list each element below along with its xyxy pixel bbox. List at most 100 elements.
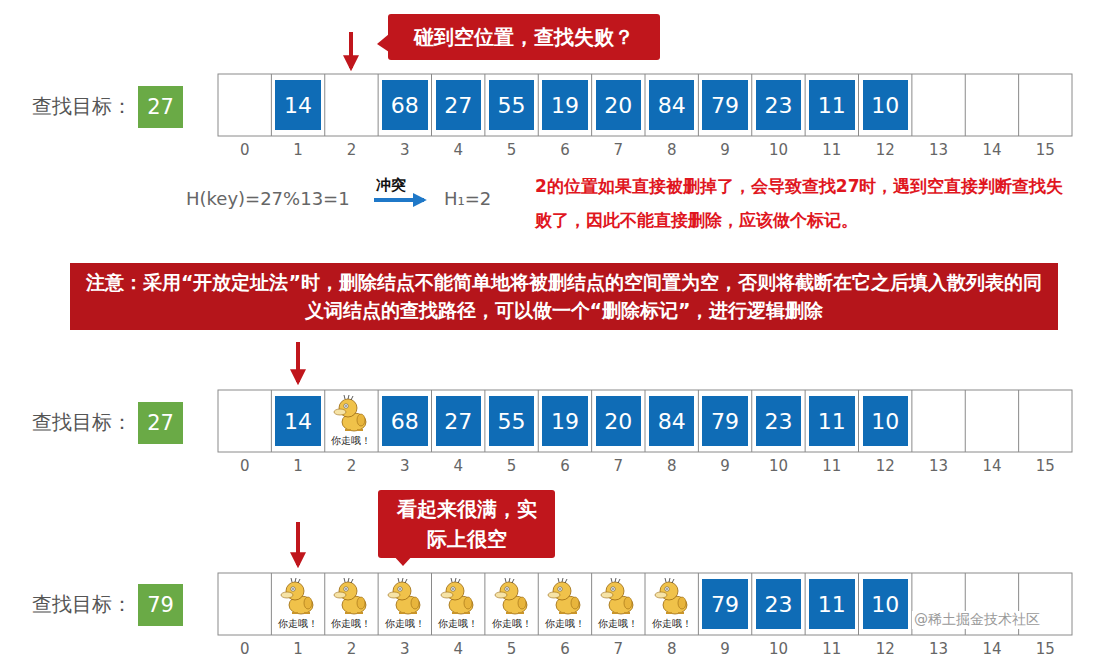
cell-value: 11 (818, 93, 846, 118)
cell-divider (698, 573, 699, 635)
cell-divider (378, 573, 379, 635)
duck-icon (598, 577, 638, 617)
cell-value: 10 (871, 409, 899, 434)
pointer-arrow (296, 342, 300, 382)
mark-text: 你走哦！ (385, 618, 425, 631)
cell-value: 27 (444, 93, 472, 118)
cell-index: 8 (645, 457, 698, 475)
hash-cell: 27 (436, 80, 481, 130)
callout-box: 看起来很满，实际上很空 (378, 490, 555, 558)
hash-cell: 55 (489, 396, 534, 446)
arrow-label: 冲突 (376, 176, 406, 195)
mark-text: 你走哦！ (652, 618, 692, 631)
cell-index: 0 (218, 457, 271, 475)
cell-index: 10 (752, 141, 805, 159)
cell-divider (591, 573, 592, 635)
duck-icon (385, 577, 425, 617)
cell-divider (805, 74, 806, 136)
cell-index: 10 (752, 457, 805, 475)
cell-index: 4 (432, 141, 485, 159)
deleted-mark-cell: 你走哦！ (326, 574, 377, 634)
callout-text: 注意：采用“开放定址法”时，删除结点不能简单地将被删结点的空间置为空，否则将截断… (82, 269, 1046, 324)
pointer-arrow (296, 522, 300, 565)
cell-value: 20 (604, 409, 632, 434)
cell-value: 19 (551, 93, 579, 118)
cell-index: 3 (378, 640, 431, 658)
callout-text: 碰到空位置，查找失败？ (414, 22, 634, 52)
cell-index: 1 (271, 141, 324, 159)
cell-index: 6 (538, 141, 591, 159)
cell-divider (271, 573, 272, 635)
hash-cell: 84 (649, 396, 694, 446)
cell-value: 20 (604, 93, 632, 118)
cell-divider (538, 390, 539, 452)
cell-index: 2 (325, 141, 378, 159)
cell-value: 84 (658, 93, 686, 118)
field-label: 查找目标： (32, 409, 132, 436)
cell-index: 8 (645, 141, 698, 159)
hash-cell: 10 (863, 80, 908, 130)
duck-icon (278, 577, 318, 617)
hash-cell: 79 (702, 396, 747, 446)
cell-index: 7 (592, 141, 645, 159)
cell-index: 15 (1019, 457, 1072, 475)
cell-index: 11 (805, 640, 858, 658)
cell-value: 23 (764, 592, 792, 617)
explanation-note: 2的位置如果直接被删掉了，会导致查找27时，遇到空直接判断查找失败了，因此不能直… (535, 169, 1065, 237)
cell-index: 11 (805, 457, 858, 475)
cell-divider (751, 573, 752, 635)
hash-table-frame (218, 74, 1072, 635)
cell-index: 5 (485, 141, 538, 159)
hash-cell: 84 (649, 80, 694, 130)
cell-divider (431, 74, 432, 136)
cell-value: 10 (871, 592, 899, 617)
callout-text: 看起来很满，实际上很空 (388, 494, 545, 554)
mark-text: 你走哦！ (598, 618, 638, 631)
deleted-mark-cell: 你走哦！ (646, 574, 697, 634)
hash-cell: 19 (542, 396, 587, 446)
mark-text: 你走哦！ (331, 618, 371, 631)
cell-value: 14 (284, 93, 312, 118)
cell-value: 27 (444, 409, 472, 434)
cell-divider (271, 74, 272, 136)
cell-value: 79 (711, 409, 739, 434)
cell-divider (591, 74, 592, 136)
cell-value: 55 (498, 409, 526, 434)
deleted-mark-cell: 你走哦！ (593, 574, 644, 634)
hash-cell: 11 (809, 396, 854, 446)
cell-index: 12 (859, 141, 912, 159)
cell-value: 19 (551, 409, 579, 434)
cell-divider (965, 390, 966, 452)
hash-cell: 27 (436, 396, 481, 446)
cell-value: 68 (391, 93, 419, 118)
mark-text: 你走哦！ (278, 618, 318, 631)
deleted-mark-cell: 你走哦！ (539, 574, 590, 634)
cell-index: 2 (325, 457, 378, 475)
cell-index: 12 (859, 457, 912, 475)
cell-divider (324, 74, 325, 136)
cell-index: 13 (912, 640, 965, 658)
cell-divider (484, 573, 485, 635)
cell-index: 12 (859, 640, 912, 658)
cell-divider (965, 74, 966, 136)
cell-divider (324, 390, 325, 452)
cell-index: 4 (432, 457, 485, 475)
hash-formula: H₁=2 (444, 188, 491, 209)
cell-index: 1 (271, 640, 324, 658)
table-row (218, 390, 1072, 452)
hash-cell: 11 (809, 80, 854, 130)
cell-value: 79 (147, 593, 174, 617)
cell-divider (484, 390, 485, 452)
cell-value: 23 (764, 409, 792, 434)
hash-cell: 68 (382, 80, 427, 130)
cell-divider (858, 74, 859, 136)
cell-index: 15 (1019, 640, 1072, 658)
hash-cell: 23 (756, 80, 801, 130)
cell-divider (805, 573, 806, 635)
cell-value: 79 (711, 93, 739, 118)
cell-divider (271, 390, 272, 452)
cell-divider (698, 74, 699, 136)
hash-cell: 10 (863, 579, 908, 629)
table-row (218, 74, 1072, 136)
cell-index: 14 (965, 640, 1018, 658)
